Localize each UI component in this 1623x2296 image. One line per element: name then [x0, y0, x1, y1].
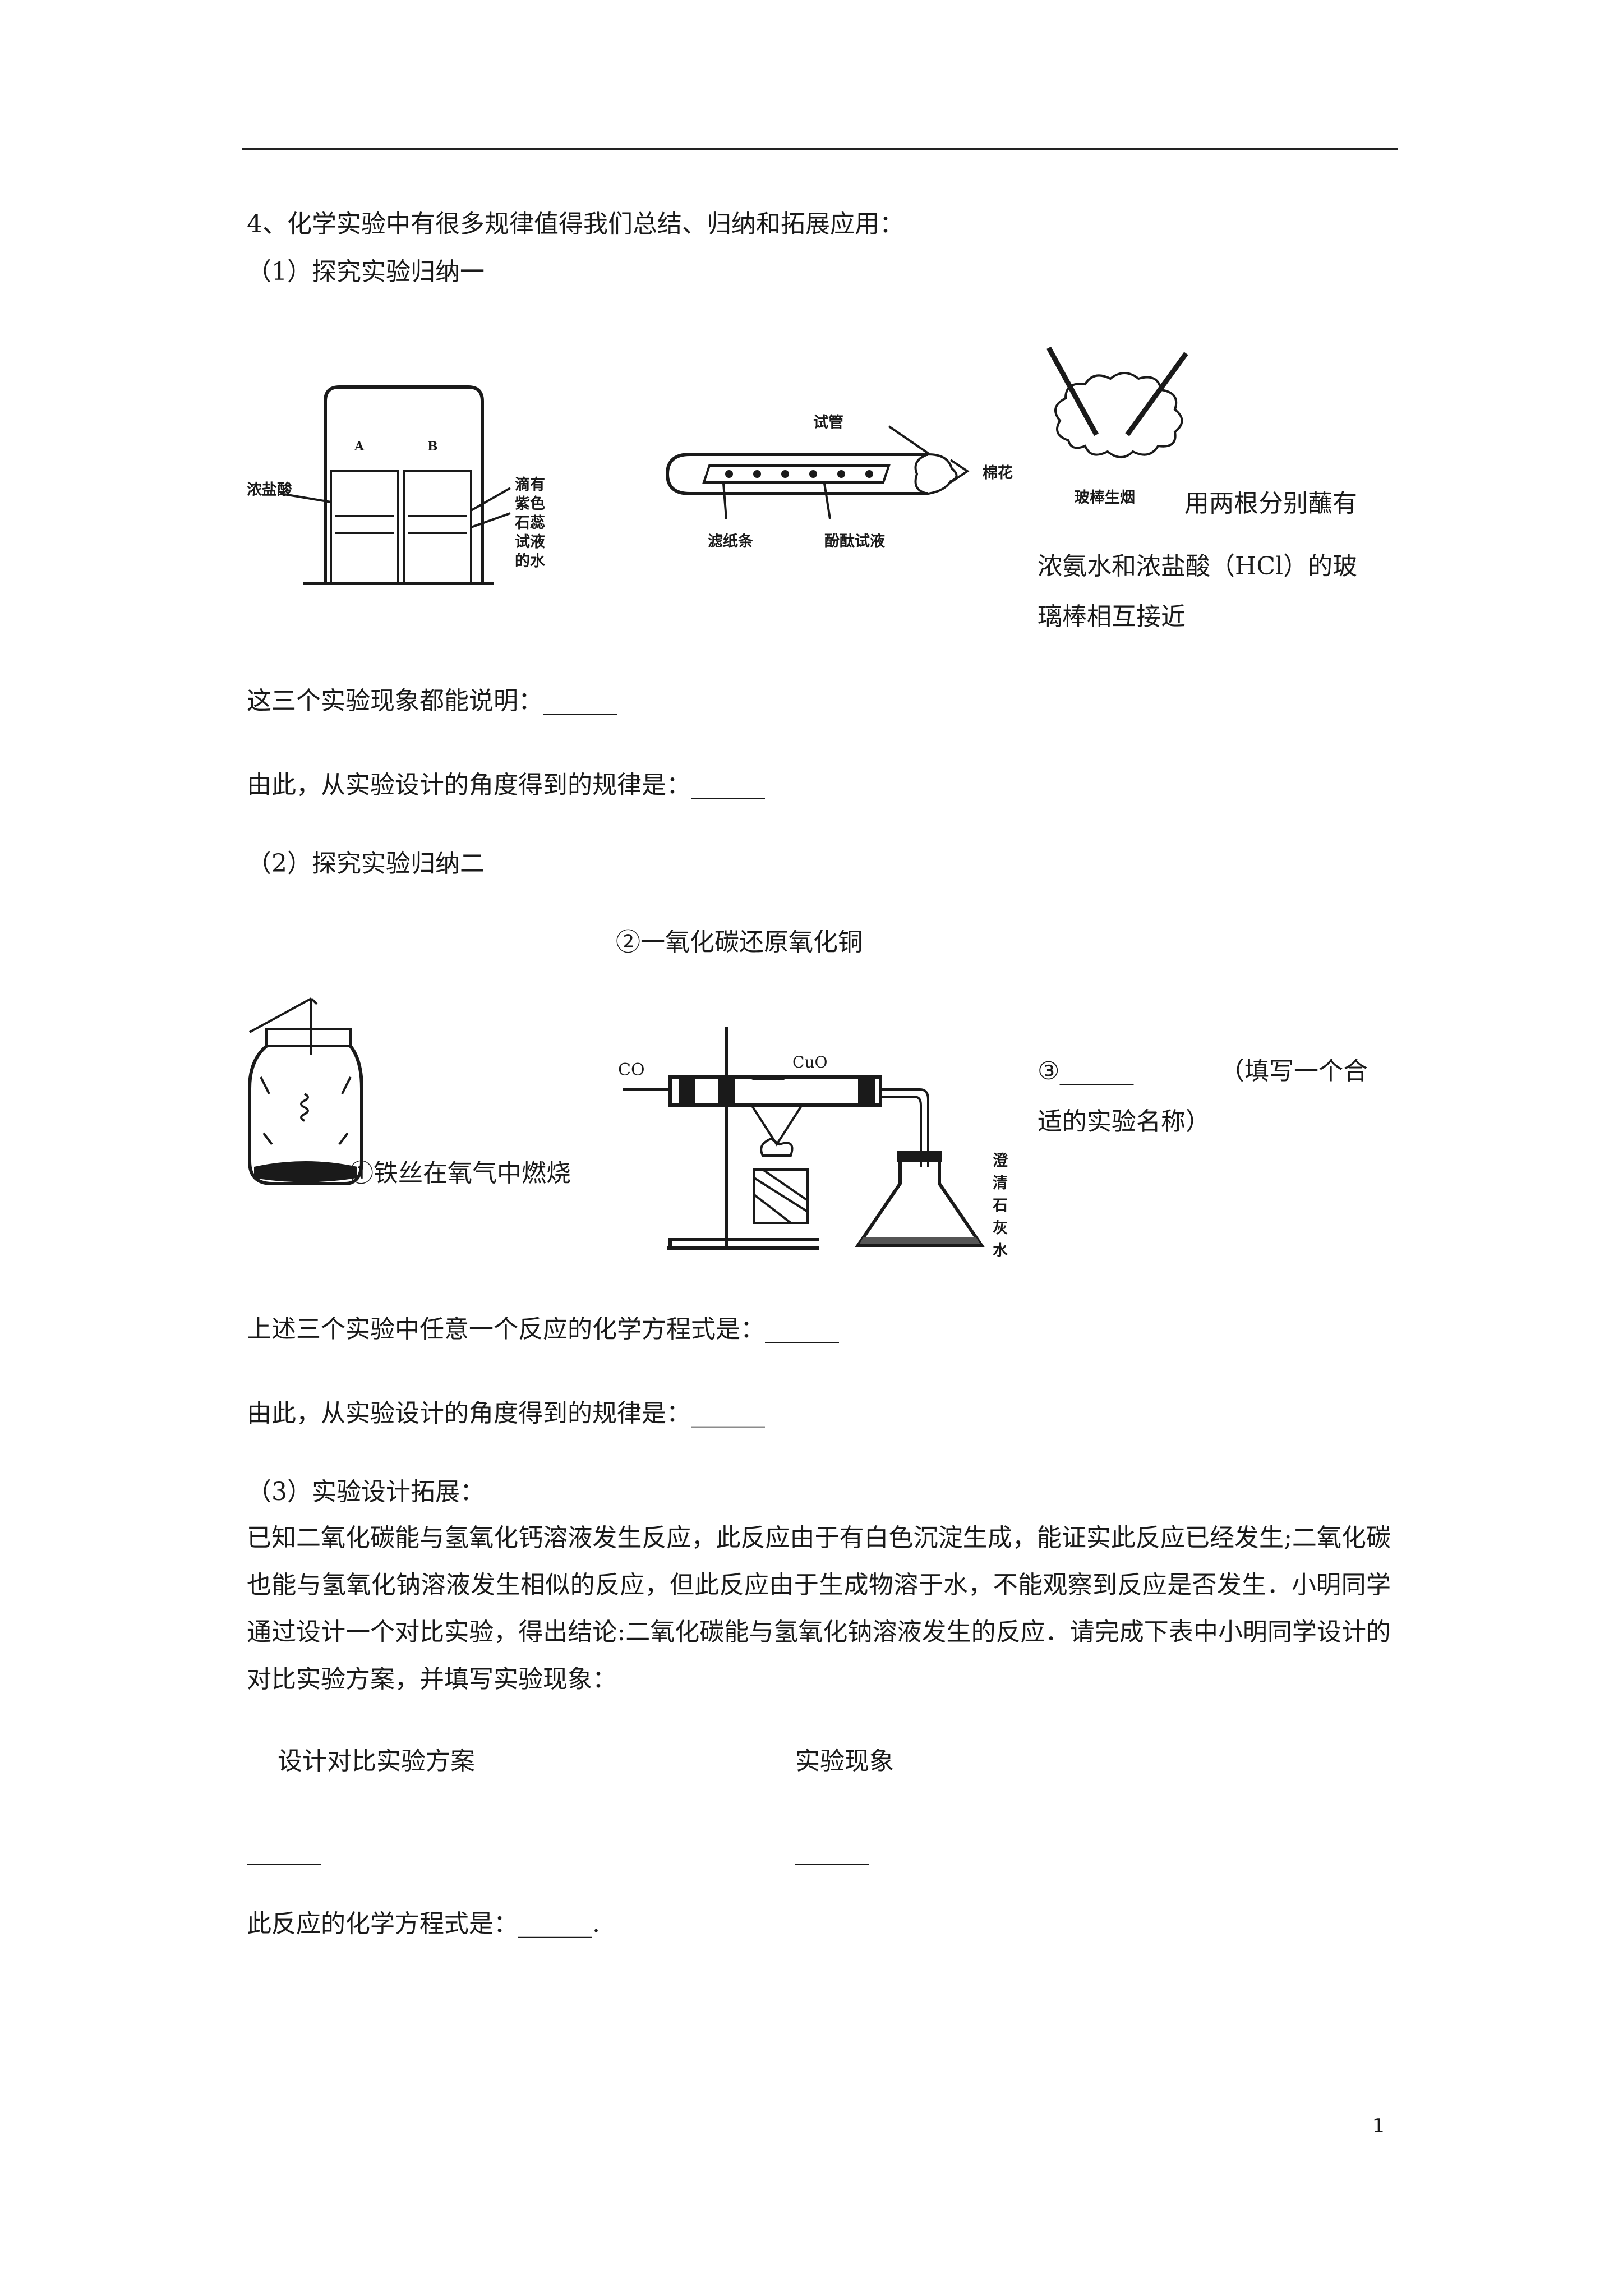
part3-heading: （3）实验设计拓展： [247, 1478, 485, 1506]
table-col1-blank[interactable]: ______ [247, 1837, 321, 1865]
q2-rule-text: 由此，从实验设计的角度得到的规律是： [247, 1399, 691, 1428]
fig3-caption-line1: 用两根分别蘸有 [1184, 489, 1357, 518]
jar-label-litmus: 滴有紫色石蕊试液的水 [515, 476, 545, 570]
co-reduction-apparatus-figure [623, 1027, 985, 1250]
tube-label-cotton: 棉花 [983, 464, 1013, 482]
limewater-label: 澄清石灰水 [993, 1152, 1008, 1259]
cuo-label: CuO [792, 1053, 828, 1071]
jar-label-hcl: 浓盐酸 [247, 481, 292, 499]
iron-wire-combustion-figure [248, 997, 363, 1185]
page-number: 1 [1372, 2115, 1385, 2137]
q3-equation: 此反应的化学方程式是：______. [247, 1907, 600, 1941]
part3-paragraph: 已知二氧化碳能与氢氧化钙溶液发生反应，此反应由于有白色沉淀生成，能证实此反应已经… [247, 1524, 1391, 1694]
q1-conclusion: 这三个实验现象都能说明：______ [247, 684, 617, 718]
test-tube-figure [665, 425, 970, 519]
fig3-caption-line2: 浓氨水和浓盐酸（HCl）的玻 [1038, 552, 1358, 581]
q1-rule: 由此，从实验设计的角度得到的规律是：______ [247, 769, 765, 802]
q2-rule-blank[interactable]: ______ [691, 1399, 765, 1428]
jar-label-b: B [427, 439, 438, 454]
co-label: CO [618, 1060, 645, 1080]
part2-heading: （2）探究实验归纳二 [247, 849, 485, 878]
q3-equation-blank[interactable]: ______ [518, 1910, 592, 1938]
table-col1-header: 设计对比实验方案 [278, 1747, 475, 1775]
q2-rule: 由此，从实验设计的角度得到的规律是：______ [247, 1397, 765, 1430]
q1-conclusion-text: 这三个实验现象都能说明： [247, 687, 543, 715]
tube-label-phenolphthalein: 酚酞试液 [824, 533, 885, 550]
q2-equation-blank[interactable]: ______ [765, 1315, 839, 1343]
q3-equation-suffix: . [592, 1910, 600, 1938]
q1-rule-blank[interactable]: ______ [691, 771, 765, 799]
smoke-label: 玻棒生烟 [1075, 489, 1135, 507]
exp2-title: ②一氧化碳还原氧化铜 [616, 928, 863, 956]
header-rule [242, 148, 1398, 150]
question-intro: 4、化学实验中有很多规律值得我们总结、归纳和拓展应用： [247, 210, 904, 238]
part1-heading: （1）探究实验归纳一 [247, 257, 485, 286]
q1-conclusion-blank[interactable]: ______ [543, 687, 617, 715]
table-col2-header: 实验现象 [795, 1747, 894, 1775]
glass-rods-smoke-figure [1046, 346, 1188, 458]
table-col2-blank[interactable]: ______ [795, 1837, 869, 1865]
exp1-caption: ①铁丝在氧气中燃烧 [349, 1159, 571, 1188]
exp3-hint-line1: （填写一个合 [1220, 1057, 1368, 1085]
exp3-hint-line2: 适的实验名称） [1038, 1107, 1210, 1136]
exp3-line1: ③______ [1038, 1055, 1133, 1088]
q3-equation-text: 此反应的化学方程式是： [247, 1910, 518, 1938]
fig3-caption-line3: 璃棒相互接近 [1038, 602, 1186, 631]
q1-rule-text: 由此，从实验设计的角度得到的规律是： [247, 771, 691, 799]
diffusion-jar-figure [280, 385, 511, 585]
q2-equation: 上述三个实验中任意一个反应的化学方程式是：______ [247, 1313, 839, 1346]
q2-equation-text: 上述三个实验中任意一个反应的化学方程式是： [247, 1315, 765, 1343]
exp3-prefix: ③ [1038, 1057, 1060, 1085]
jar-label-a: A [354, 439, 365, 454]
exp3-name-blank[interactable]: ______ [1059, 1057, 1134, 1085]
tube-label-filterpaper: 滤纸条 [708, 533, 753, 550]
tube-label-testtube: 试管 [813, 414, 843, 431]
